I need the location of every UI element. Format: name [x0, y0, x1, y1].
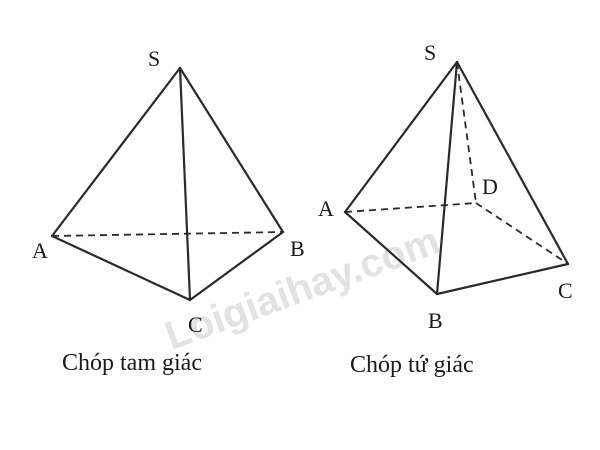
caption-triangular-pyramid: Chóp tam giác — [62, 350, 202, 376]
square-pyramid: S A B C D Chóp tứ giác — [318, 40, 573, 378]
edge-SB — [178, 66, 285, 234]
hidden-edge-SD — [456, 61, 477, 204]
vertex-label-A: A — [32, 238, 48, 263]
vertex-label-C: C — [558, 278, 573, 303]
edge-SB — [435, 60, 459, 296]
vertex-label-A: A — [318, 196, 334, 221]
edge-SC — [455, 60, 570, 266]
vertex-label-B: B — [428, 308, 443, 333]
hidden-edge-AB — [51, 231, 284, 237]
vertex-label-B: B — [290, 236, 305, 261]
triangular-pyramid: S A B C Chóp tam giác — [32, 46, 305, 376]
edge-SA — [343, 60, 459, 214]
edge-AC — [50, 234, 192, 302]
vertex-label-C: C — [188, 312, 203, 337]
vertex-label-S: S — [148, 46, 160, 71]
caption-square-pyramid: Chóp tứ giác — [350, 352, 474, 378]
edge-BC — [188, 230, 285, 302]
edge-AB — [343, 210, 439, 296]
edge-BC — [435, 262, 570, 296]
edge-SC — [178, 66, 192, 302]
vertex-label-D: D — [482, 174, 498, 199]
edge-SA — [50, 66, 182, 238]
hidden-edge-DC — [475, 202, 569, 265]
hidden-edge-AD — [344, 202, 477, 213]
vertex-label-S: S — [424, 40, 436, 65]
